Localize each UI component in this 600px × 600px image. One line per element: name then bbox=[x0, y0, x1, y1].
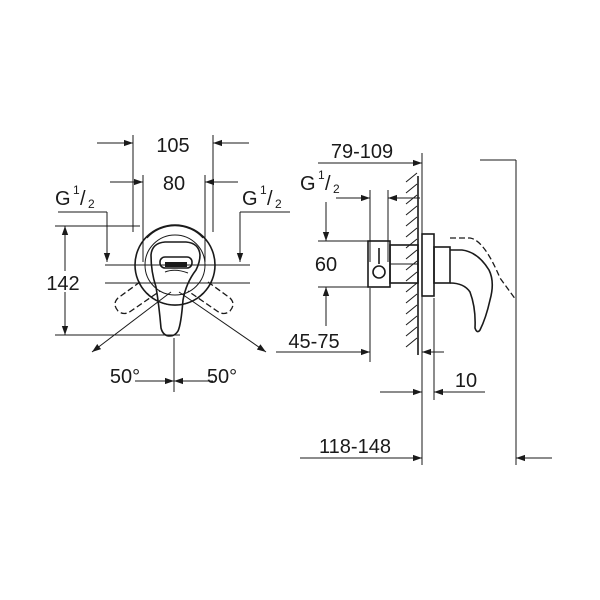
thread-right-slash: / bbox=[267, 188, 273, 210]
wall-hatch-line bbox=[405, 172, 418, 183]
thread-left-den: 2 bbox=[88, 197, 95, 211]
wall-hatch-line bbox=[405, 326, 418, 337]
angle-line-left bbox=[91, 291, 172, 353]
wall-hatch-line bbox=[405, 238, 418, 249]
thread-side-callout: G 1 / 2 bbox=[300, 168, 420, 262]
wall-hatch-line bbox=[405, 260, 418, 271]
valve-body-side bbox=[367, 240, 419, 288]
thread-right-callout: G 1 / 2 bbox=[236, 183, 290, 262]
wall-hatch-line bbox=[405, 315, 418, 326]
angle-left-label: 50° bbox=[110, 366, 140, 388]
dim-45-75-label: 45-75 bbox=[288, 331, 339, 353]
dim-118-148-label: 118-148 bbox=[319, 436, 391, 458]
wall-hatch-line bbox=[405, 227, 418, 238]
thread-left-callout: G 1 / 2 bbox=[55, 183, 111, 262]
dim-105-label: 105 bbox=[156, 135, 189, 157]
wall-hatch-line bbox=[405, 271, 418, 282]
wall-hatch-line bbox=[405, 337, 418, 348]
dimension-total: 118-148 bbox=[300, 159, 552, 465]
thread-right-main: G bbox=[242, 188, 258, 210]
wall-hatch-line bbox=[405, 183, 418, 194]
dimension-width-inner: 80 bbox=[110, 173, 238, 262]
dim-142-label: 142 bbox=[46, 273, 79, 295]
dimension-height: 142 bbox=[46, 225, 180, 336]
dim-10-label: 10 bbox=[455, 370, 477, 392]
wall-hatch-line bbox=[405, 282, 418, 293]
dimension-plate: 10 bbox=[380, 298, 485, 400]
dimension-wall: 45-75 bbox=[276, 288, 444, 362]
dimension-width-outer: 105 bbox=[97, 135, 249, 232]
wall-hatch-line bbox=[405, 304, 418, 315]
handle-side bbox=[421, 233, 517, 333]
thread-left-num: 1 bbox=[73, 183, 80, 197]
dim-79-109-label: 79-109 bbox=[331, 141, 393, 163]
wall bbox=[405, 172, 419, 355]
dimension-side-height: 60 bbox=[315, 202, 375, 326]
dimension-depth: 79-109 bbox=[318, 141, 423, 465]
thread-left-slash: / bbox=[80, 188, 86, 210]
wall-hatch-line bbox=[405, 205, 418, 216]
handle-rotated-right bbox=[187, 281, 234, 315]
front-view: 105 80 G 1 / 2 G 1 / 2 bbox=[46, 135, 290, 392]
thread-right-den: 2 bbox=[275, 197, 282, 211]
dim-80-label: 80 bbox=[163, 173, 185, 195]
thread-left-main: G bbox=[55, 188, 71, 210]
handle-front bbox=[150, 241, 201, 337]
angle-right-label: 50° bbox=[207, 366, 237, 388]
dim-60-label: 60 bbox=[315, 254, 337, 276]
side-view: 79-109 G 1 / 2 60 bbox=[276, 141, 552, 465]
wall-hatch-line bbox=[405, 249, 418, 260]
thread-side-main: G bbox=[300, 173, 316, 195]
wall-hatch-line bbox=[405, 216, 418, 227]
wall-hatch-line bbox=[405, 293, 418, 304]
thread-right-num: 1 bbox=[260, 183, 267, 197]
angle-line-right bbox=[178, 291, 267, 353]
wall-hatch-line bbox=[405, 194, 418, 205]
handle-rotated-left bbox=[114, 281, 161, 315]
thread-side-num: 1 bbox=[318, 168, 325, 182]
thread-side-slash: / bbox=[325, 173, 331, 195]
thread-side-den: 2 bbox=[333, 182, 340, 196]
